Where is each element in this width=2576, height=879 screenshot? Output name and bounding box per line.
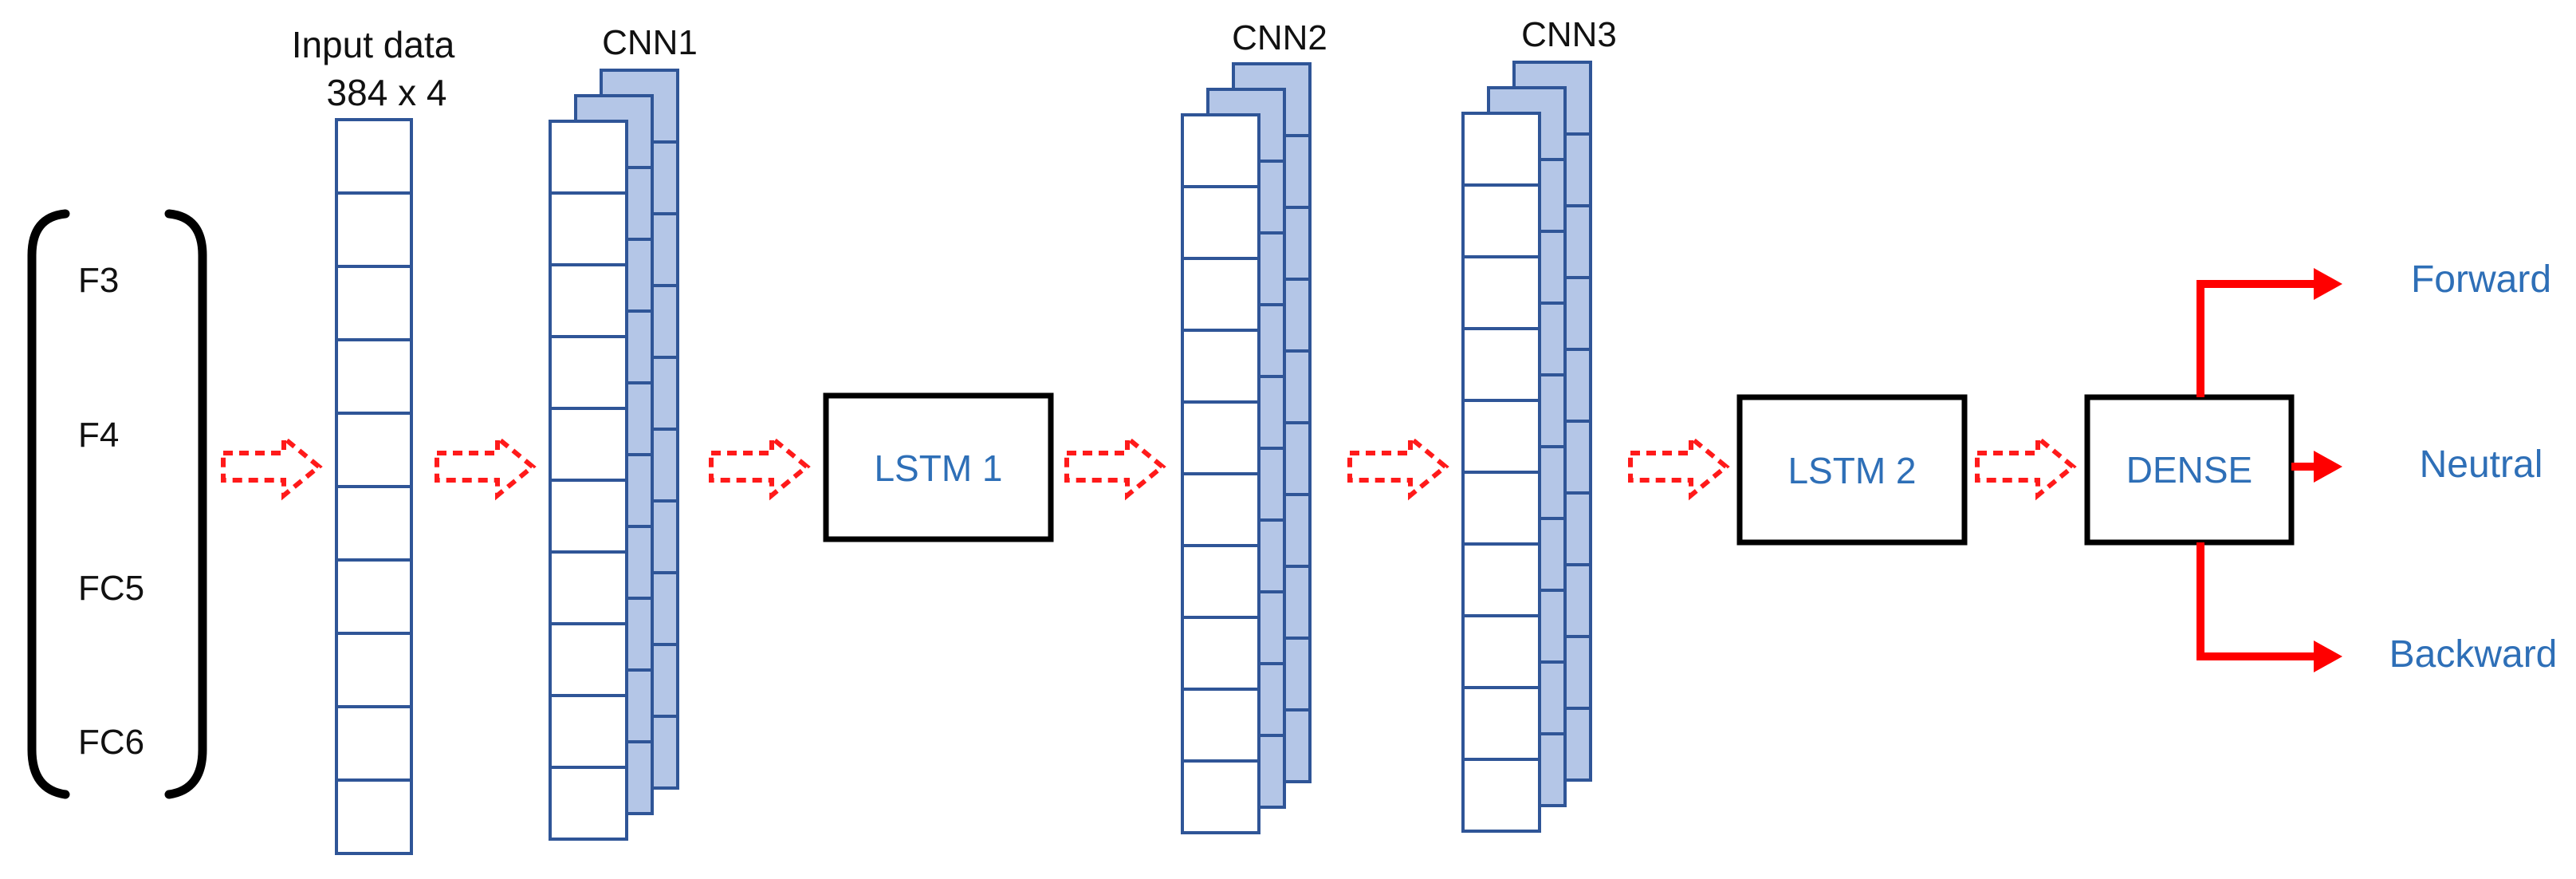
input-cell	[335, 632, 413, 708]
cnn3-front-cell	[1461, 255, 1541, 330]
lstm2-label: LSTM 2	[1787, 450, 1916, 491]
cnn2-front-cell	[1181, 544, 1260, 619]
channel-label-fc5: FC5	[78, 569, 144, 608]
cnn3-stack	[1461, 61, 1592, 833]
dashed-flow-arrow	[435, 432, 537, 501]
right-bracket	[164, 209, 207, 799]
cnn3-front-cell	[1461, 399, 1541, 474]
cnn3-front-cell	[1461, 542, 1541, 617]
cnn2-label: CNN2	[1232, 18, 1327, 57]
cnn1-label: CNN1	[602, 23, 698, 62]
cnn2-front-cell	[1181, 113, 1260, 188]
flow-arrows	[221, 432, 2077, 501]
cnn1-front-cell	[549, 263, 628, 338]
dashed-flow-arrow	[1975, 432, 2077, 501]
lstm1-block	[823, 392, 1054, 542]
cnn3-front-cell	[1461, 112, 1541, 187]
lstm1-label: LSTM 1	[874, 447, 1002, 489]
cnn3-front-cell	[1461, 471, 1541, 546]
dense-block	[2084, 394, 2295, 546]
cnn2-front-cell	[1181, 472, 1260, 547]
input-cell	[335, 412, 413, 488]
neutral-arrowhead	[2314, 451, 2342, 483]
cnn3-front-cell	[1461, 327, 1541, 402]
input-cell	[335, 118, 413, 195]
channel-label-f3: F3	[78, 261, 119, 300]
forward-output-arrow-line	[2196, 280, 2316, 397]
input-cell	[335, 338, 413, 415]
backward-output-arrow-line	[2196, 542, 2316, 660]
input-cell	[335, 705, 413, 782]
cnn3-front-cell	[1461, 686, 1541, 761]
dense-label: DENSE	[2126, 449, 2252, 491]
input-data-title: Input data	[292, 24, 455, 65]
lstm2-block	[1736, 394, 1968, 546]
backward-arrowhead	[2314, 641, 2342, 672]
dashed-flow-arrow	[709, 432, 811, 501]
forward-arrowhead	[2314, 268, 2342, 300]
cnn2-stack	[1181, 62, 1312, 834]
cnn2-front-cell	[1181, 759, 1260, 834]
input-cell	[335, 778, 413, 855]
cnn1-front-cell	[549, 335, 628, 410]
cnn1-front-cell	[549, 120, 628, 195]
input-data-column	[335, 118, 413, 855]
cnn1-front-cell	[549, 550, 628, 625]
cnn3-front-cell	[1461, 614, 1541, 689]
cnn2-front-cell	[1181, 329, 1260, 404]
cnn1-front-cell	[549, 694, 628, 769]
cnn3-front-cell	[1461, 758, 1541, 833]
input-cell	[335, 485, 413, 562]
cnn1-front-cell	[549, 407, 628, 482]
dashed-flow-arrow	[1064, 432, 1166, 501]
output-label-backward: Backward	[2389, 633, 2558, 676]
cnn1-front-cell	[549, 622, 628, 697]
output-label-neutral: Neutral	[2420, 443, 2543, 486]
channel-label-f4: F4	[78, 416, 119, 455]
cnn2-front-cell	[1181, 185, 1260, 260]
cnn2-front-cell	[1181, 400, 1260, 475]
cnn2-front-cell	[1181, 616, 1260, 691]
input-cell	[335, 265, 413, 341]
cnn2-front-cell	[1181, 257, 1260, 332]
cnn1-front-cell	[549, 479, 628, 554]
cnn2-front-cell	[1181, 688, 1260, 763]
output-label-forward: Forward	[2411, 258, 2551, 301]
input-cell	[335, 558, 413, 635]
cnn3-front-cell	[1461, 183, 1541, 258]
cnn1-front-cell	[549, 766, 628, 841]
dashed-flow-arrow	[1347, 432, 1449, 501]
left-bracket	[27, 209, 70, 799]
cnn1-stack	[549, 69, 679, 841]
dashed-flow-arrow	[1628, 432, 1730, 501]
cnn1-front-cell	[549, 191, 628, 266]
cnn3-label: CNN3	[1521, 15, 1617, 54]
input-data-shape: 384 x 4	[327, 72, 447, 113]
channel-label-fc6: FC6	[78, 723, 144, 762]
dashed-flow-arrow	[221, 432, 323, 501]
input-cell	[335, 191, 413, 268]
